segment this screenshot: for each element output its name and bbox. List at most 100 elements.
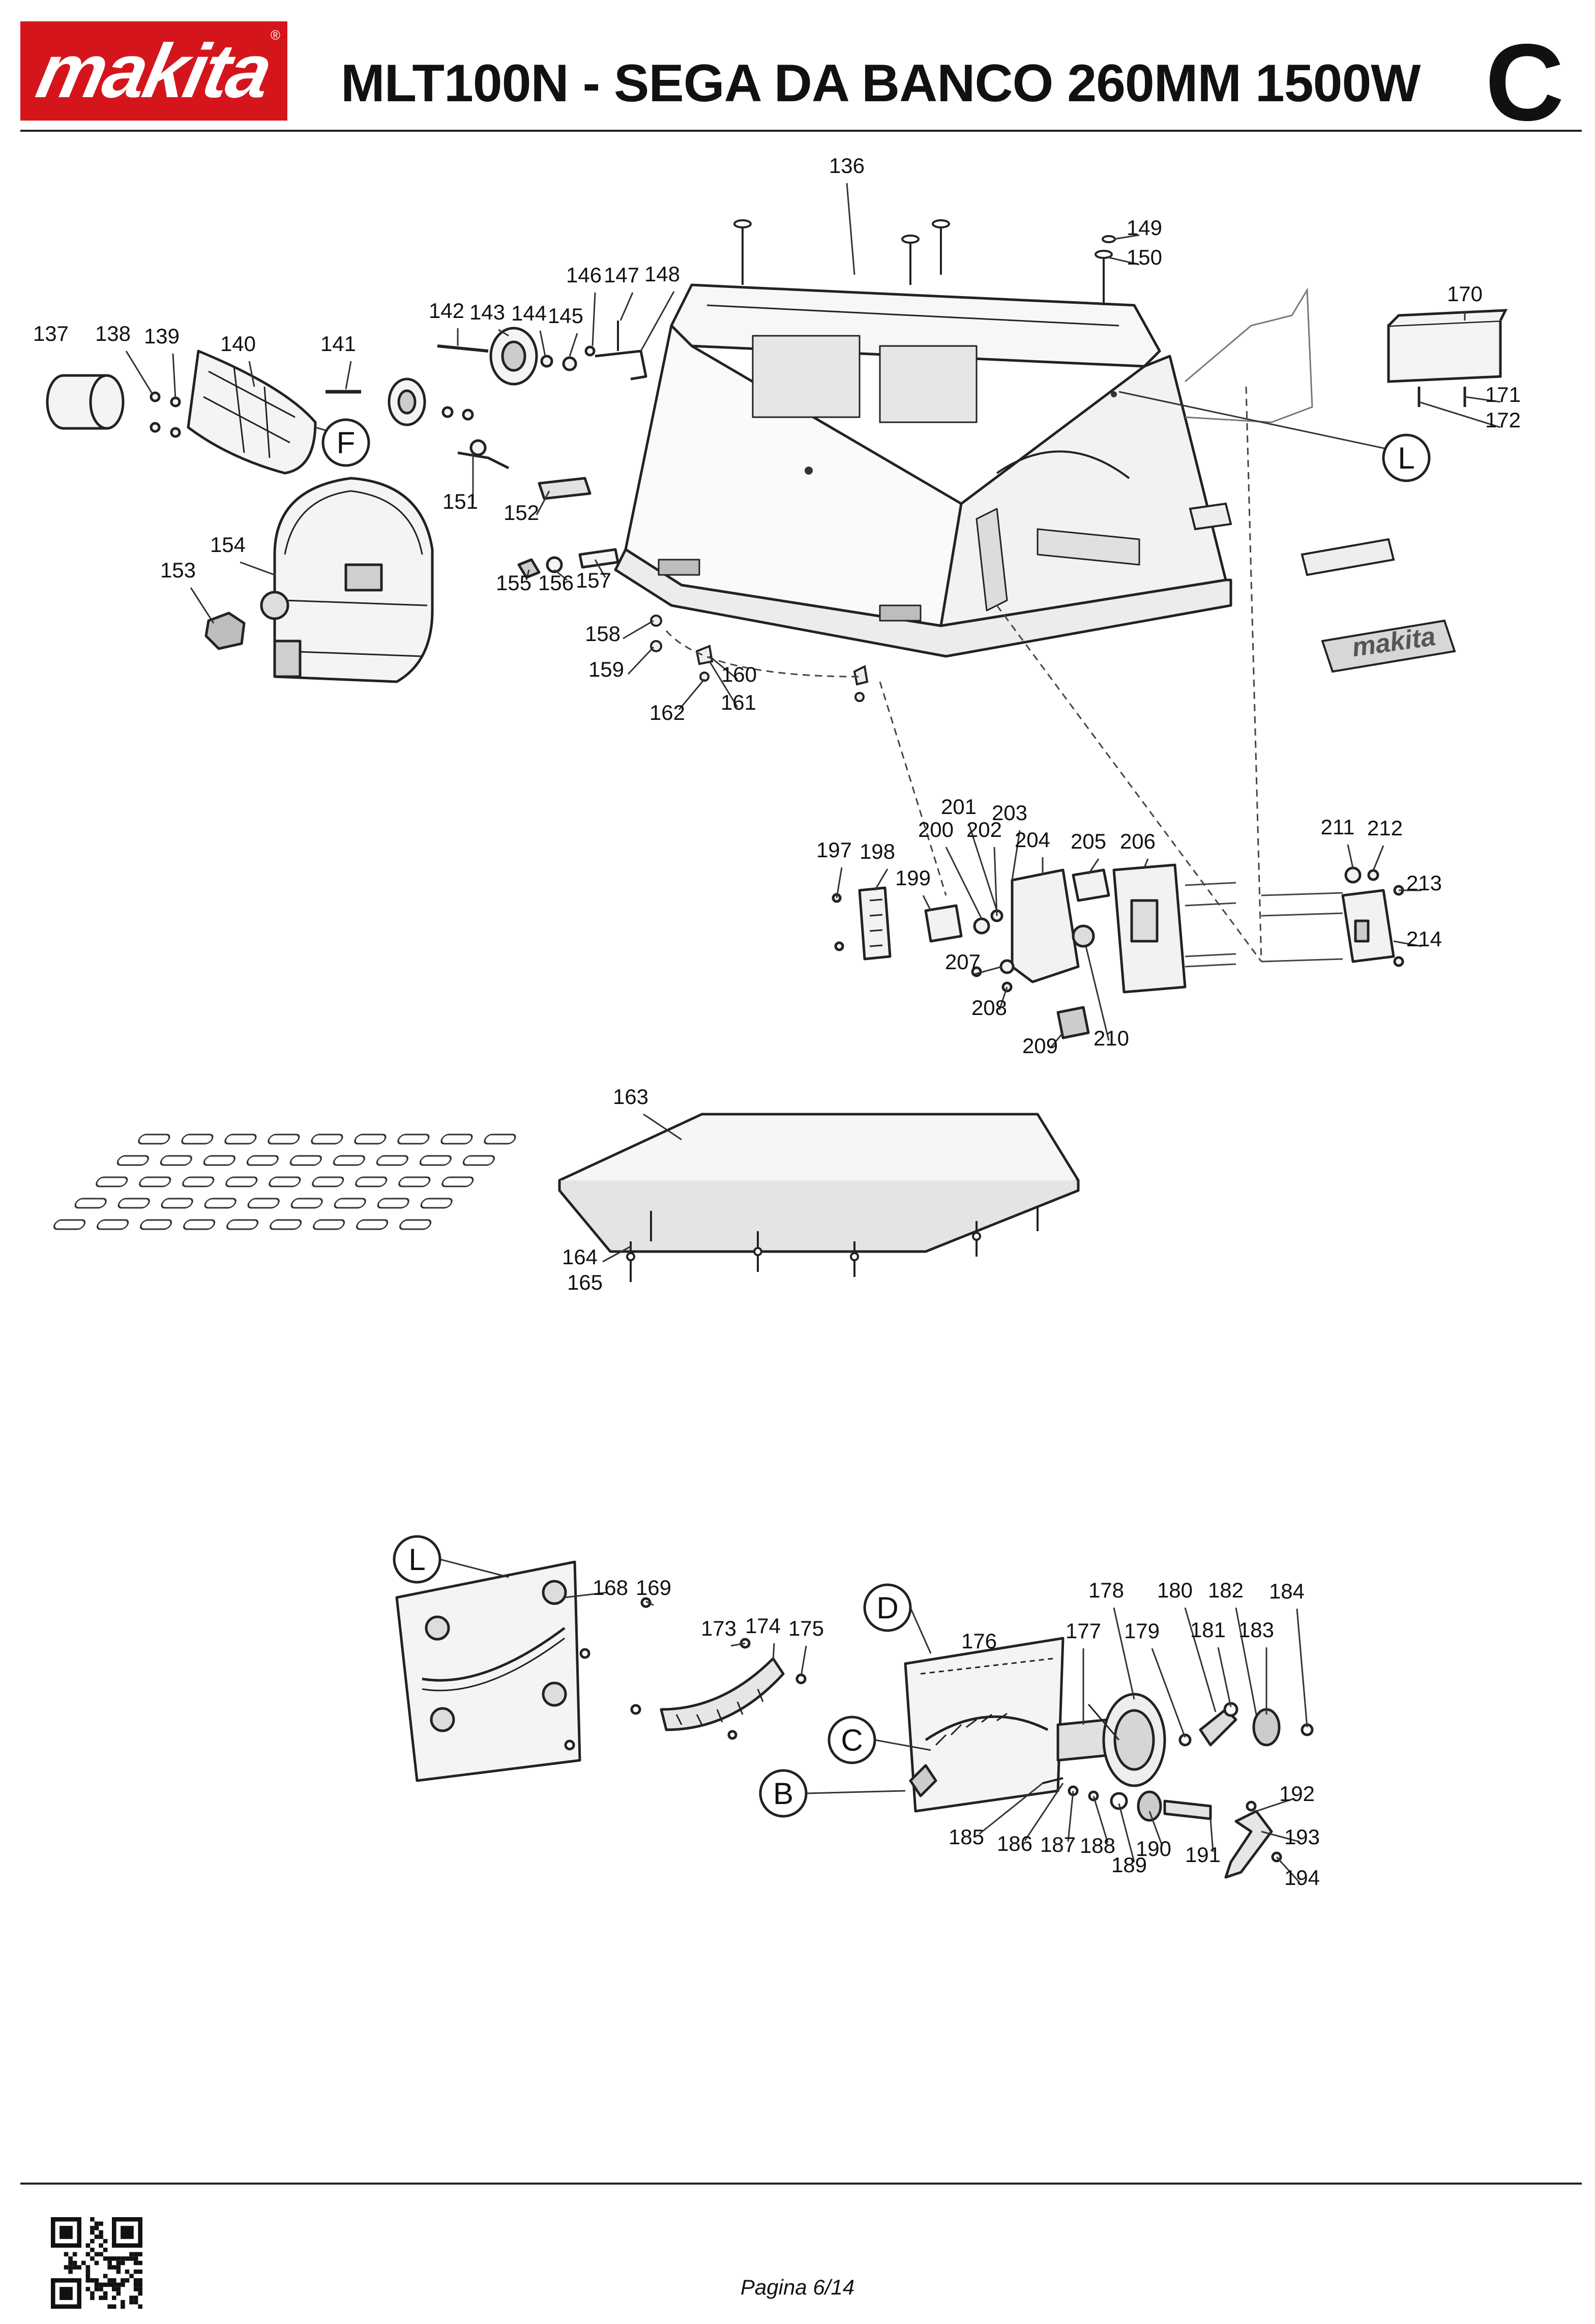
part-label-174: 174 xyxy=(745,1614,781,1638)
leader-line-210 xyxy=(1085,946,1110,1041)
qr-module xyxy=(121,2260,125,2265)
qr-module xyxy=(107,2260,112,2265)
qr-module xyxy=(72,2265,77,2270)
detail-circle xyxy=(393,1535,441,1584)
qr-module xyxy=(68,2269,73,2274)
part-label-171: 171 xyxy=(1485,383,1521,406)
qr-module xyxy=(103,2282,108,2287)
part-label-172: 172 xyxy=(1485,408,1521,432)
plate-slot xyxy=(420,1198,453,1209)
cable-lines xyxy=(665,386,1262,962)
part-label-176: 176 xyxy=(961,1629,997,1653)
qr-module xyxy=(68,2256,73,2261)
leader-line-186 xyxy=(1024,1783,1064,1841)
qr-module xyxy=(94,2287,99,2291)
part-label-157: 157 xyxy=(576,568,611,592)
part-label-165: 165 xyxy=(567,1270,603,1294)
qr-module xyxy=(72,2252,77,2257)
leader-line-178 xyxy=(1113,1607,1135,1700)
part-label-164: 164 xyxy=(562,1245,598,1269)
qr-module xyxy=(90,2226,95,2230)
page-number: Pagina 6/14 xyxy=(740,2275,855,2299)
leader-line-146 xyxy=(592,292,596,346)
qr-module xyxy=(103,2256,108,2261)
qr-module xyxy=(138,2291,142,2296)
qr-module xyxy=(94,2226,99,2230)
part-label-156: 156 xyxy=(538,571,574,595)
qr-module xyxy=(103,2291,108,2296)
part-label-179: 179 xyxy=(1124,1619,1160,1643)
leader-line-175 xyxy=(800,1645,807,1677)
leader-line-181 xyxy=(1217,1647,1232,1707)
detail-circle xyxy=(863,1583,912,1632)
plate-slot xyxy=(140,1219,172,1230)
part-label-137: 137 xyxy=(33,322,69,345)
plate-slot xyxy=(182,1176,215,1187)
qr-module xyxy=(133,2269,138,2274)
qr-module xyxy=(103,2274,108,2278)
qr-module xyxy=(107,2256,112,2261)
part-label-162: 162 xyxy=(649,701,685,724)
leader-line-147 xyxy=(619,292,634,321)
leader-line-197 xyxy=(836,867,843,898)
part-label-191: 191 xyxy=(1185,1843,1221,1867)
leader-line-149 xyxy=(1113,234,1140,240)
leader-line-214 xyxy=(1393,940,1422,947)
part-label-146: 146 xyxy=(566,263,602,287)
leader-line-189 xyxy=(1118,1803,1135,1863)
qr-module xyxy=(99,2252,103,2257)
qr-module xyxy=(121,2300,125,2305)
part-label-141: 141 xyxy=(320,332,356,356)
leader-line-158 xyxy=(623,620,654,640)
leader-line-212 xyxy=(1372,845,1384,871)
plate-slot xyxy=(419,1155,452,1166)
plate-slot xyxy=(160,1155,192,1166)
plate-slot xyxy=(376,1155,408,1166)
qr-module xyxy=(125,2269,130,2274)
footer-rule xyxy=(20,2183,1582,2185)
left-assembly xyxy=(46,321,647,683)
leader-line-185 xyxy=(979,1782,1043,1835)
qr-module xyxy=(99,2282,103,2287)
qr-module xyxy=(68,2260,73,2265)
qr-module xyxy=(90,2296,95,2300)
plate-slot xyxy=(354,1134,387,1145)
plate-slot xyxy=(334,1198,366,1209)
qr-module xyxy=(107,2304,112,2309)
qr-module xyxy=(112,2287,116,2291)
qr-module xyxy=(138,2269,142,2274)
plate-slot xyxy=(313,1219,345,1230)
qr-module xyxy=(60,2226,73,2239)
leader-line-173 xyxy=(730,1642,746,1647)
qr-module xyxy=(116,2260,121,2265)
page-header: makita ® MLT100N - SEGA DA BANCO 260MM 1… xyxy=(0,0,1595,143)
detail-letter: C xyxy=(841,1723,863,1757)
qr-module xyxy=(107,2265,112,2270)
leader-line-136 xyxy=(846,183,855,275)
qr-module xyxy=(133,2296,138,2300)
qr-module xyxy=(112,2282,116,2287)
part-label-153: 153 xyxy=(160,558,196,582)
part-label-201: 201 xyxy=(941,795,977,819)
qr-module xyxy=(133,2256,138,2261)
detail-ref-b-5: B xyxy=(759,1769,906,1818)
qr-module xyxy=(112,2304,116,2309)
qr-module xyxy=(103,2248,108,2252)
plate-slot xyxy=(139,1176,171,1187)
qr-module xyxy=(94,2221,99,2226)
plate-slot xyxy=(204,1198,237,1209)
leader-line-192 xyxy=(1256,1797,1295,1812)
qr-module xyxy=(103,2296,108,2300)
part-label-169: 169 xyxy=(636,1576,671,1600)
qr-module xyxy=(94,2234,99,2239)
leader-line-190 xyxy=(1148,1811,1163,1846)
base-housing xyxy=(614,283,1232,658)
qr-module xyxy=(90,2278,95,2283)
qr-module xyxy=(90,2291,95,2296)
qr-module xyxy=(121,2256,125,2261)
qr-module xyxy=(129,2274,134,2278)
qr-module xyxy=(90,2256,95,2261)
qr-module xyxy=(129,2296,134,2300)
plate-slot xyxy=(53,1219,86,1230)
qr-module xyxy=(138,2278,142,2283)
